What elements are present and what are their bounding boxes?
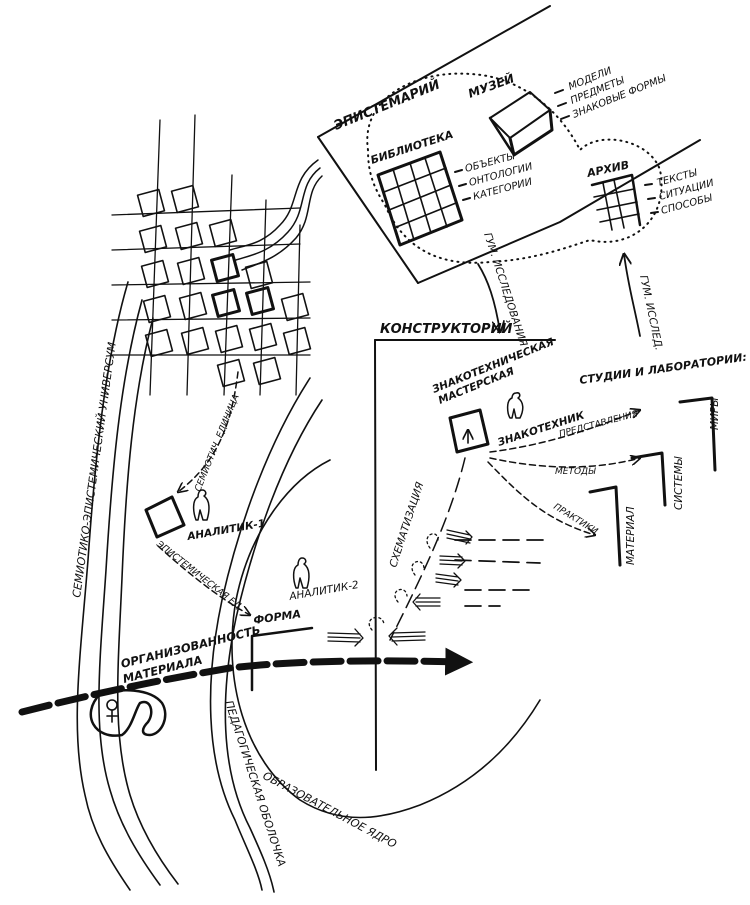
skhematizatsiya-label: СХЕМАТИЗАЦИЯ (387, 480, 426, 569)
muzey-dashes (554, 89, 570, 120)
female-symbol-icon (106, 699, 118, 723)
cube-icon (488, 91, 554, 157)
grid-squares (136, 184, 312, 388)
gum-issled-arrow: ГУМ. ИССЛЕД. (624, 254, 665, 352)
universum-boundary: СЕМИОТИКО-ЭПИСТЕМИЧЕСКИЙ УНИВЕРСУМ (70, 281, 179, 891)
metody-label: МЕТОДЫ (555, 467, 596, 477)
epistemariy-block: ЭПИСТЕМАРИЙ (317, 5, 701, 284)
workshop-square-icon (448, 408, 490, 454)
gum-issled-label: ГУМ. ИССЛЕД. (637, 274, 665, 351)
semiotic-unit-group: СЕМИОТИЧ. ЕДИНИЦА АНАЛИТИК-1 ЭПИСТЕМИЧЕС… (144, 371, 266, 615)
analitik-2-group: АНАЛИТИК-2 (287, 557, 360, 603)
educational-core: ОБРАЗОВАТЕЛЬНОЕ ЯДРО (231, 459, 541, 851)
konstruktoriy-label: КОНСТРУКТОРИЙ (380, 321, 512, 337)
miry-label: МИРЫ (709, 398, 721, 430)
universum-label: СЕМИОТИКО-ЭПИСТЕМИЧЕСКИЙ УНИВЕРСУМ (70, 341, 119, 599)
obraz-yadro-label: ОБРАЗОВАТЕЛЬНОЕ ЯДРО (261, 769, 399, 851)
znakotekhnik-figure-icon (506, 392, 524, 419)
river-lines (229, 159, 323, 271)
semiot-edinitsa-label: СЕМИОТИЧ. ЕДИНИЦА (194, 393, 242, 493)
konstruktoriy-block: КОНСТРУКТОРИЙ СТУДИИ И ЛАБОРАТОРИИ: (374, 321, 748, 771)
center-dash-field (327, 529, 546, 647)
epist-ed-label: ЭПИСТЕМИЧЕСКАЯ ЕД. (153, 539, 244, 613)
muzey-group: МУЗЕЙ МОДЕЛИ ПРЕДМЕТЫ ЗНАКОВЫЕ ФОРМЫ (466, 65, 668, 157)
analitik-1-figure-icon (192, 489, 210, 521)
forma-group: ФОРМА (250, 607, 314, 692)
znakotekh-label-1: ЗНАКОТЕХНИЧЕСКАЯ (431, 336, 556, 396)
studio-brackets: МИРЫ СИСТЕМЫ МАТЕРИАЛ (588, 396, 721, 567)
main-dashed-arrow (18, 647, 474, 716)
forma-label: ФОРМА (253, 607, 302, 627)
triple-arrows-icon (327, 529, 473, 647)
skhematizatsiya-line: СХЕМАТИЗАЦИЯ (368, 457, 466, 641)
studii-label: СТУДИИ И ЛАБОРАТОРИИ: (579, 351, 748, 387)
analitik-2-figure-icon (292, 557, 310, 589)
material-blob-group (89, 689, 167, 737)
epistemariy-dotted-oval (366, 72, 663, 264)
semiotic-unit-square-icon (144, 495, 186, 539)
material-label: МАТЕРИАЛ (625, 506, 637, 565)
archive-grid-icon (590, 173, 642, 231)
sistemy-label: СИСТЕМЫ (673, 456, 685, 510)
library-grid-icon (376, 150, 464, 247)
analitik-1-label: АНАЛИТИК-1 (185, 517, 266, 543)
epistemariy-label: ЭПИСТЕМАРИЙ (332, 77, 443, 134)
semiotic-grid (111, 114, 312, 396)
biblioteka-group: БИБЛИОТЕКА ОБЪЕКТЫ ОНТОЛОГИИ КАТЕГОРИИ (369, 128, 534, 247)
